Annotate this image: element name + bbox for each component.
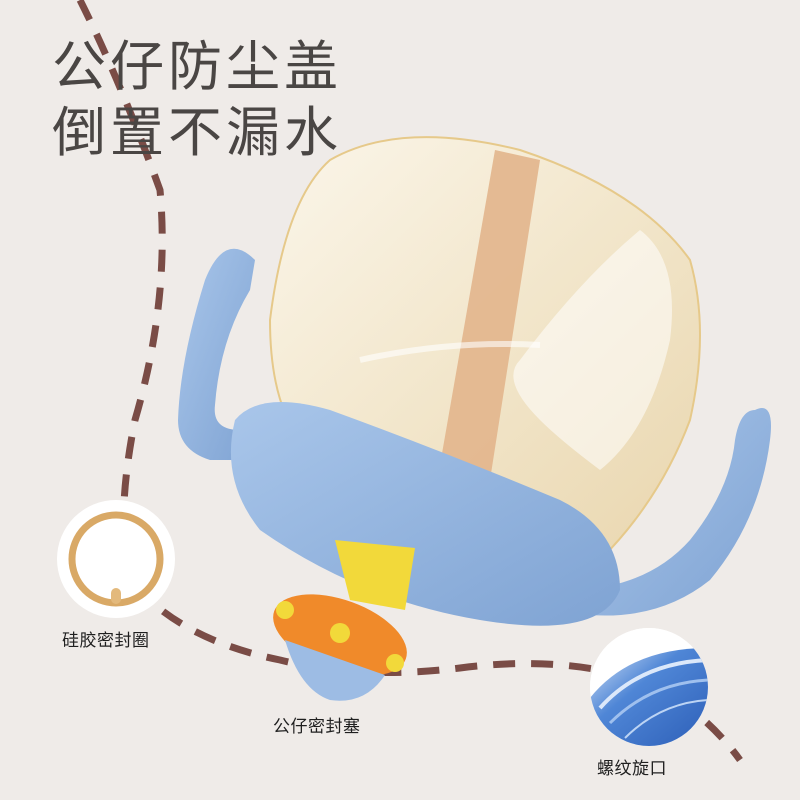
base-ring [230,402,620,626]
stopper-dot [276,601,294,619]
dashed-guide-line [76,0,743,763]
headline: 公仔防尘盖 倒置不漏水 [52,34,342,166]
stopper-top [335,540,415,610]
seal-ring-label: 硅胶密封圈 [62,631,150,651]
seal-ring-callout [57,500,175,618]
headline-line-1: 公仔防尘盖 [52,35,342,98]
thread-icon [590,628,708,746]
stopper-dot [386,654,404,672]
thread-cap-callout [590,628,708,746]
thread-cap-label: 螺纹旋口 [597,759,667,779]
left-handle [178,248,255,460]
seal-ring-icon [68,511,164,607]
water-splash [513,230,672,470]
stopper-dome [285,640,385,701]
straw [440,150,540,480]
stopper-dot [330,623,350,643]
headline-line-2: 倒置不漏水 [52,101,342,164]
doll-stopper-label: 公仔密封塞 [273,717,361,737]
